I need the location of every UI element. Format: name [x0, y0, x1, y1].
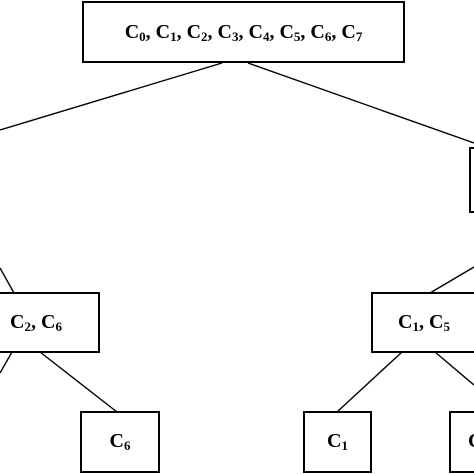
root-node: C0, C1, C2, C3, C4, C5, C6, C7 — [82, 1, 405, 63]
left-mid-node-label: C2, C6 — [10, 311, 62, 334]
edge-root-to-left — [0, 62, 223, 131]
edge-right-branch-to-right-mid — [429, 266, 474, 294]
edge-left-mid-to-leaf-c6 — [39, 351, 118, 413]
leaf-node-c1-label: C1 — [327, 430, 348, 453]
right-branch-node — [469, 147, 474, 213]
leaf-node-offscreen: C — [449, 411, 474, 473]
leaf-node-c1: C1 — [303, 411, 372, 473]
edge-left-branch-to-left-mid — [0, 267, 15, 294]
edge-root-to-right — [247, 62, 474, 144]
right-mid-node: C1, C5 — [371, 292, 474, 353]
leaf-node-c6: C6 — [80, 411, 160, 473]
right-mid-node-label: C1, C5 — [398, 311, 450, 334]
left-mid-node: C2, C6 — [0, 292, 100, 353]
root-node-label: C0, C1, C2, C3, C4, C5, C6, C7 — [125, 21, 363, 44]
leaf-node-offscreen-label: C — [468, 430, 474, 452]
leaf-node-c6-label: C6 — [110, 430, 131, 453]
edge-right-mid-to-offscreen-leaf — [434, 351, 474, 386]
edge-right-mid-to-leaf-c1 — [336, 351, 403, 413]
edge-left-mid-to-offscreen — [0, 351, 13, 374]
